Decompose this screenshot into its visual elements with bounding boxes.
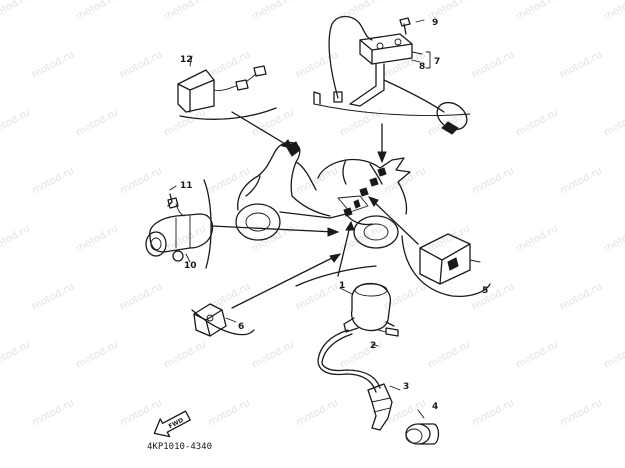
watermark-text: motod.ru: [558, 165, 604, 196]
watermark-text: motod.ru: [250, 107, 296, 138]
callout-9: 9: [432, 18, 438, 28]
callout-10: 10: [184, 261, 197, 271]
callout-8: 8: [419, 62, 425, 72]
watermark-text: motod.ru: [602, 223, 625, 254]
cdi-unit-assembly: [401, 233, 491, 298]
watermark-text: motod.ru: [30, 397, 76, 428]
watermark-text: motod.ru: [118, 281, 164, 312]
watermark-text: motod.ru: [74, 339, 120, 370]
watermark-text: motod.ru: [0, 223, 32, 254]
watermark-text: motod.ru: [0, 107, 32, 138]
watermark-text: motod.ru: [0, 0, 32, 23]
watermark-text: motod.ru: [294, 281, 340, 312]
watermark-text: motod.ru: [338, 339, 384, 370]
watermark-text: motod.ru: [0, 339, 32, 370]
fuel-sender-assembly: [313, 15, 471, 135]
watermark-text: motod.ru: [74, 223, 120, 254]
watermark-text: motod.ru: [470, 49, 516, 80]
callout-1: 1: [339, 281, 345, 291]
pointer-arrows: [211, 111, 419, 309]
watermark-text: motod.ru: [162, 107, 208, 138]
watermark-text: motod.ru: [250, 0, 296, 23]
callout-4: 4: [432, 402, 438, 412]
watermark-text: motod.ru: [294, 397, 340, 428]
watermark-text: motod.ru: [558, 397, 604, 428]
watermark-text: motod.ru: [74, 107, 120, 138]
watermark-text: motod.ru: [338, 0, 384, 23]
watermark-text: motod.ru: [338, 223, 384, 254]
watermark-text: motod.ru: [206, 397, 252, 428]
watermark-text: motod.ru: [30, 165, 76, 196]
watermark-text: motod.ru: [426, 339, 472, 370]
watermark-layer: motod.ru motod.ru motod.ru motod.ru motod.ru…: [0, 0, 625, 429]
watermark-text: motod.ru: [294, 165, 340, 196]
watermark-text: motod.ru: [514, 339, 560, 370]
watermark-text: motod.ru: [206, 281, 252, 312]
watermark-text: motod.ru: [162, 0, 208, 23]
watermark-text: motod.ru: [602, 339, 625, 370]
watermark-text: motod.ru: [558, 281, 604, 312]
ignition-switch-assembly: [145, 179, 214, 269]
ignition-coil-assembly: [295, 265, 440, 445]
watermark-text: motod.ru: [206, 49, 252, 80]
watermark-text: motod.ru: [514, 107, 560, 138]
watermark-text: motod.ru: [250, 339, 296, 370]
callout-5: 5: [482, 286, 488, 296]
watermark-text: motod.ru: [118, 49, 164, 80]
watermark-text: motod.ru: [206, 165, 252, 196]
resistor-relay-assembly: [177, 55, 277, 120]
part-code: 4KP1010-4340: [147, 442, 212, 452]
sensor-assembly: [191, 303, 255, 337]
watermark-text: motod.ru: [514, 0, 560, 23]
watermark-text: motod.ru: [382, 165, 428, 196]
fwd-arrow-icon: FWD: [153, 410, 191, 438]
callout-11: 11: [180, 181, 193, 191]
callout-12: 12: [180, 55, 193, 65]
watermark-text: motod.ru: [602, 107, 625, 138]
watermark-text: motod.ru: [118, 165, 164, 196]
watermark-text: motod.ru: [74, 0, 120, 23]
callout-6: 6: [238, 322, 244, 332]
watermark-text: motod.ru: [162, 223, 208, 254]
watermark-text: motod.ru: [470, 281, 516, 312]
watermark-text: motod.ru: [30, 281, 76, 312]
watermark-text: motod.ru: [602, 0, 625, 23]
watermark-text: motod.ru: [162, 339, 208, 370]
watermark-text: motod.ru: [558, 49, 604, 80]
callout-labels: 1 2 3 4 5 6 7 8 9 10 11 12: [180, 18, 488, 412]
watermark-text: motod.ru: [470, 165, 516, 196]
callout-2: 2: [370, 341, 376, 351]
watermark-text: motod.ru: [426, 223, 472, 254]
watermark-text: motod.ru: [470, 397, 516, 428]
callout-7: 7: [434, 57, 440, 67]
watermark-text: motod.ru: [514, 223, 560, 254]
watermark-text: motod.ru: [30, 49, 76, 80]
watermark-text: motod.ru: [118, 397, 164, 428]
callout-3: 3: [403, 382, 409, 392]
